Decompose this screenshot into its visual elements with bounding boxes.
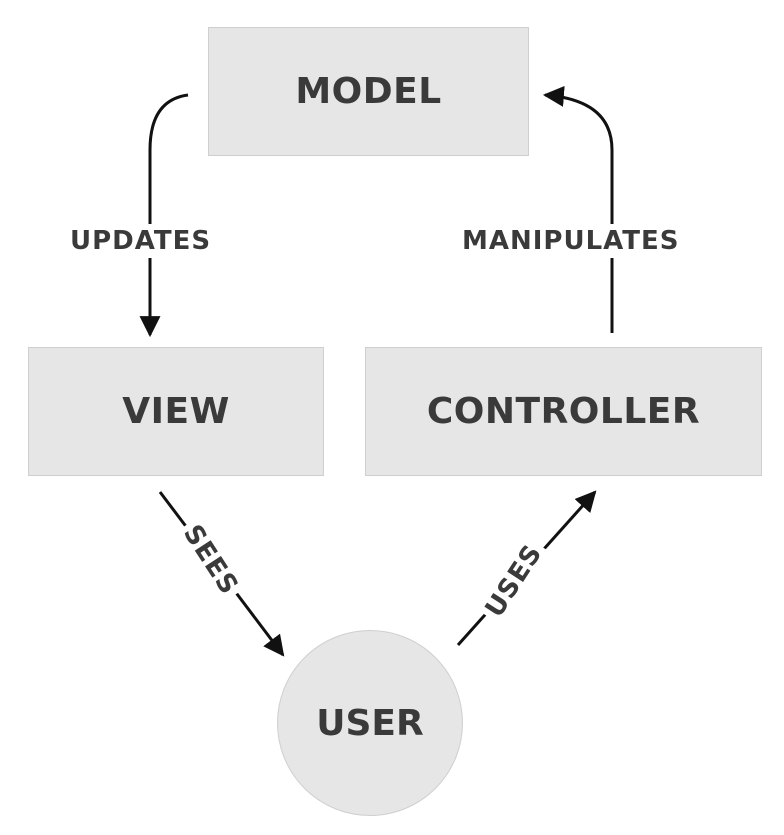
controller-label: CONTROLLER	[426, 391, 701, 432]
arrow-manipulates	[542, 85, 614, 333]
view-label: VIEW	[122, 391, 230, 432]
manipulates-label: MANIPULATES	[458, 224, 684, 258]
arrow-updates	[139, 93, 189, 338]
model-node: MODEL	[208, 27, 529, 156]
controller-node: CONTROLLER	[365, 347, 762, 476]
view-node: VIEW	[28, 347, 324, 476]
model-label: MODEL	[295, 71, 442, 112]
updates-label: UPDATES	[66, 224, 216, 258]
user-node: USER	[277, 630, 463, 816]
user-label: USER	[316, 702, 424, 744]
